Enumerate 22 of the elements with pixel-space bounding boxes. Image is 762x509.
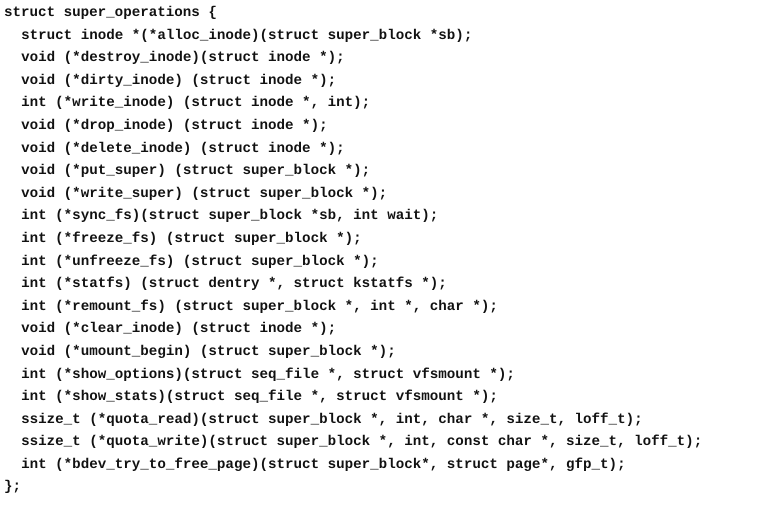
code-line: ssize_t (*quota_write)(struct super_block *, int, const char *, size_t, loff_t);: [21, 433, 702, 452]
code-line: int (*unfreeze_fs) (struct super_block *);: [21, 252, 379, 272]
code-line: int (*statfs) (struct dentry *, struct kstatfs *);: [21, 275, 447, 294]
code-line: ssize_t (*quota_read)(struct super_block *, int, char *, size_t, loff_t);: [21, 410, 643, 430]
code-line: void (*delete_inode) (struct inode *);: [21, 140, 345, 159]
code-line: struct super_operations {: [4, 4, 217, 23]
code-line: int (*freeze_fs) (struct super_block *);: [21, 230, 362, 249]
code-line: void (*drop_inode) (struct inode *);: [21, 116, 328, 136]
code-line: void (*write_super) (struct super_block *);: [21, 184, 388, 204]
code-line: void (*put_super) (struct super_block *);: [21, 162, 370, 182]
code-line: void (*umount_begin) (struct super_block *);: [21, 342, 396, 362]
code-line: int (*show_options)(struct seq_file *, struct vfsmount *);: [21, 366, 515, 384]
code-line: void (*dirty_inode) (struct inode *);: [21, 72, 336, 91]
code-line: };: [4, 478, 22, 498]
code-line: int (*show_stats)(struct seq_file *, struct vfsmount *);: [21, 388, 498, 408]
code-line: int (*write_inode) (struct inode *, int);: [21, 94, 370, 114]
code-line: int (*remount_fs) (struct super_block *, int *, char *);: [21, 298, 498, 317]
code-line: void (*clear_inode) (struct inode *);: [21, 320, 336, 340]
code-line: void (*destroy_inode)(struct inode *);: [21, 49, 345, 68]
code-line: struct inode *(*alloc_inode)(struct super_block *sb);: [21, 26, 472, 46]
code-line: int (*sync_fs)(struct super_block *sb, int wait);: [21, 207, 438, 226]
code-line: int (*bdev_try_to_free_page)(struct super_block*, struct page*, gfp_t);: [21, 456, 626, 475]
